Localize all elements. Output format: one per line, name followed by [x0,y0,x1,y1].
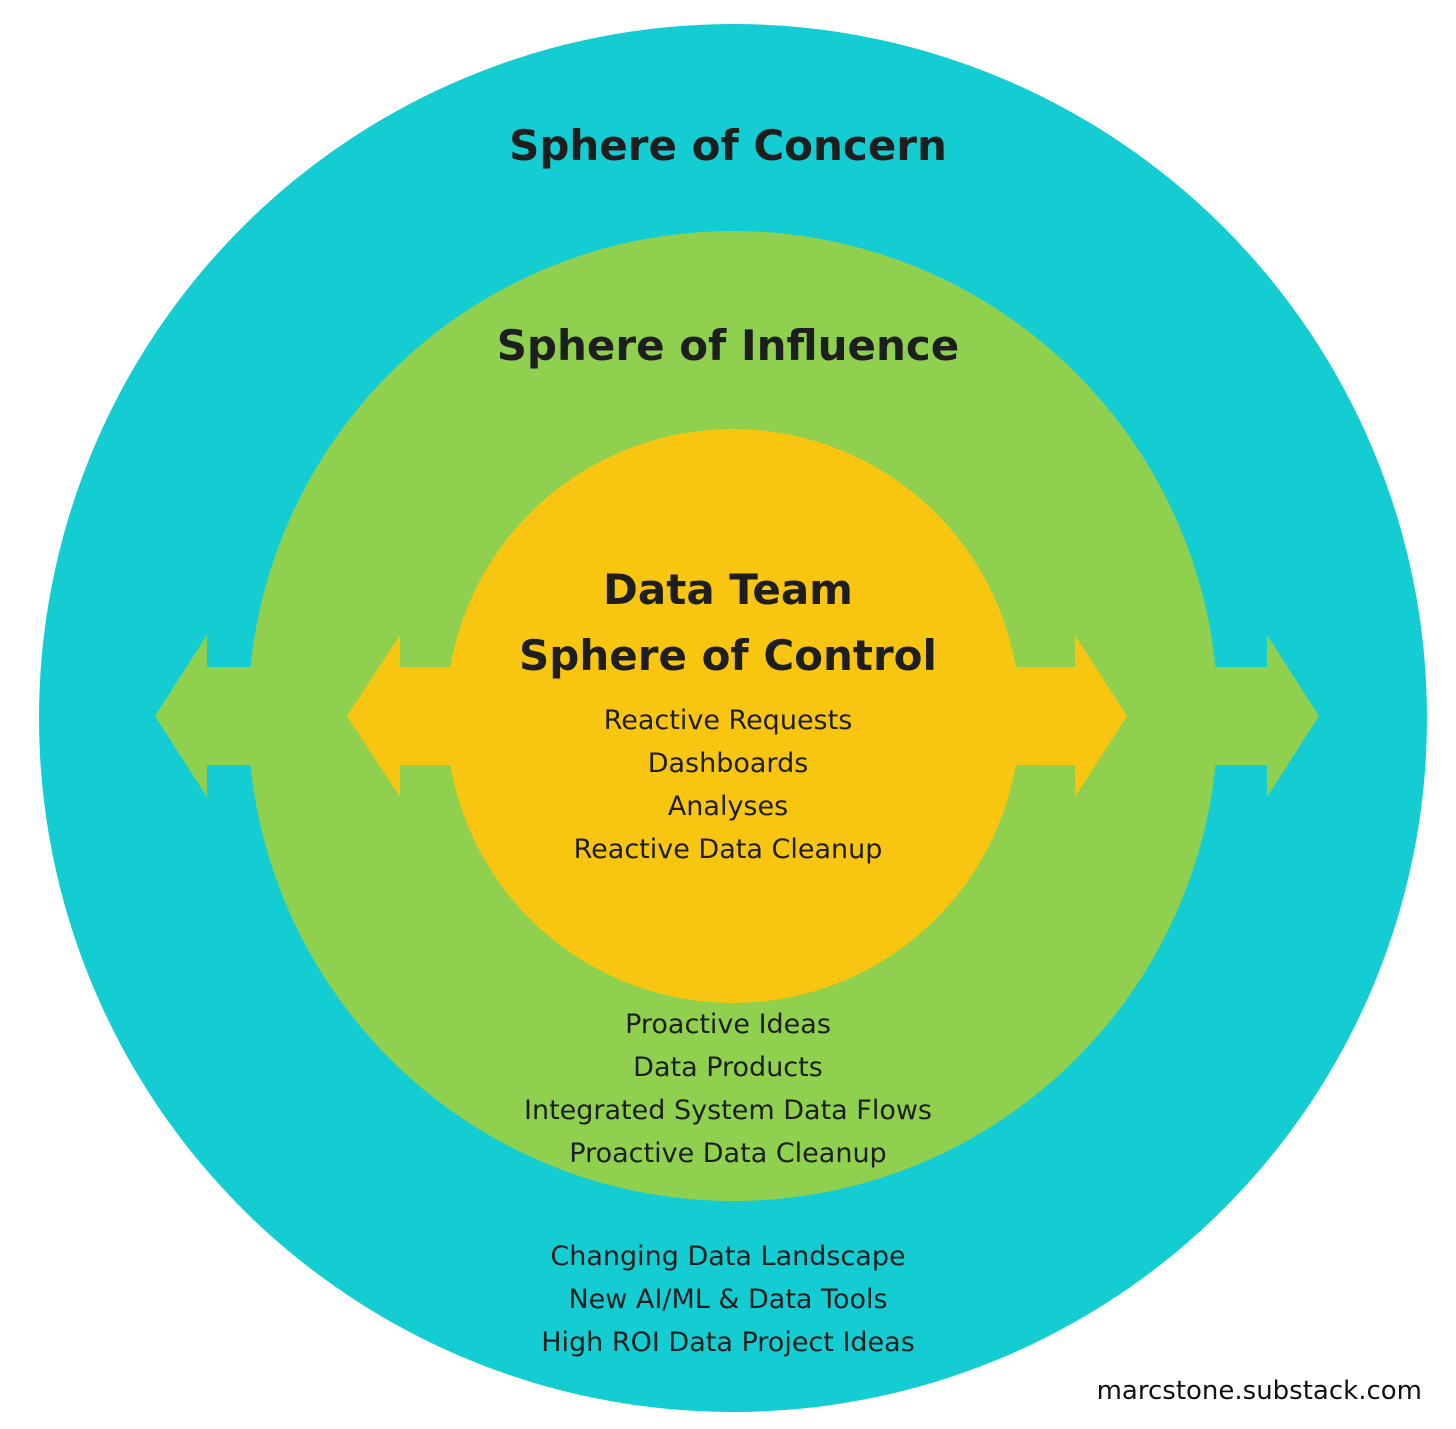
control-title-line1: Data Team [603,565,853,614]
control-items-list: Reactive Requests Dashboards Analyses Re… [0,699,1456,871]
list-item: Proactive Data Cleanup [569,1138,887,1169]
concern-items-list: Changing Data Landscape New AI/ML & Data… [0,1235,1456,1364]
list-item: Analyses [667,791,789,822]
list-item: High ROI Data Project Ideas [541,1327,915,1358]
list-item: Reactive Requests [603,705,853,736]
sphere-of-concern-title: Sphere of Concern [509,121,947,170]
list-item: Proactive Ideas [625,1009,831,1040]
list-item: New AI/ML & Data Tools [568,1284,888,1315]
control-title-line2: Sphere of Control [519,631,937,680]
list-item: Changing Data Landscape [550,1241,906,1272]
influence-items-list: Proactive Ideas Data Products Integrated… [0,1003,1456,1175]
list-item: Reactive Data Cleanup [573,834,883,865]
sphere-of-influence-title: Sphere of Influence [496,321,960,370]
source-credit: marcstone.substack.com [1096,1376,1422,1406]
list-item: Data Products [633,1052,823,1083]
sphere-of-control-circle [446,429,1020,1003]
list-item: Dashboards [647,748,809,779]
list-item: Integrated System Data Flows [524,1095,932,1126]
